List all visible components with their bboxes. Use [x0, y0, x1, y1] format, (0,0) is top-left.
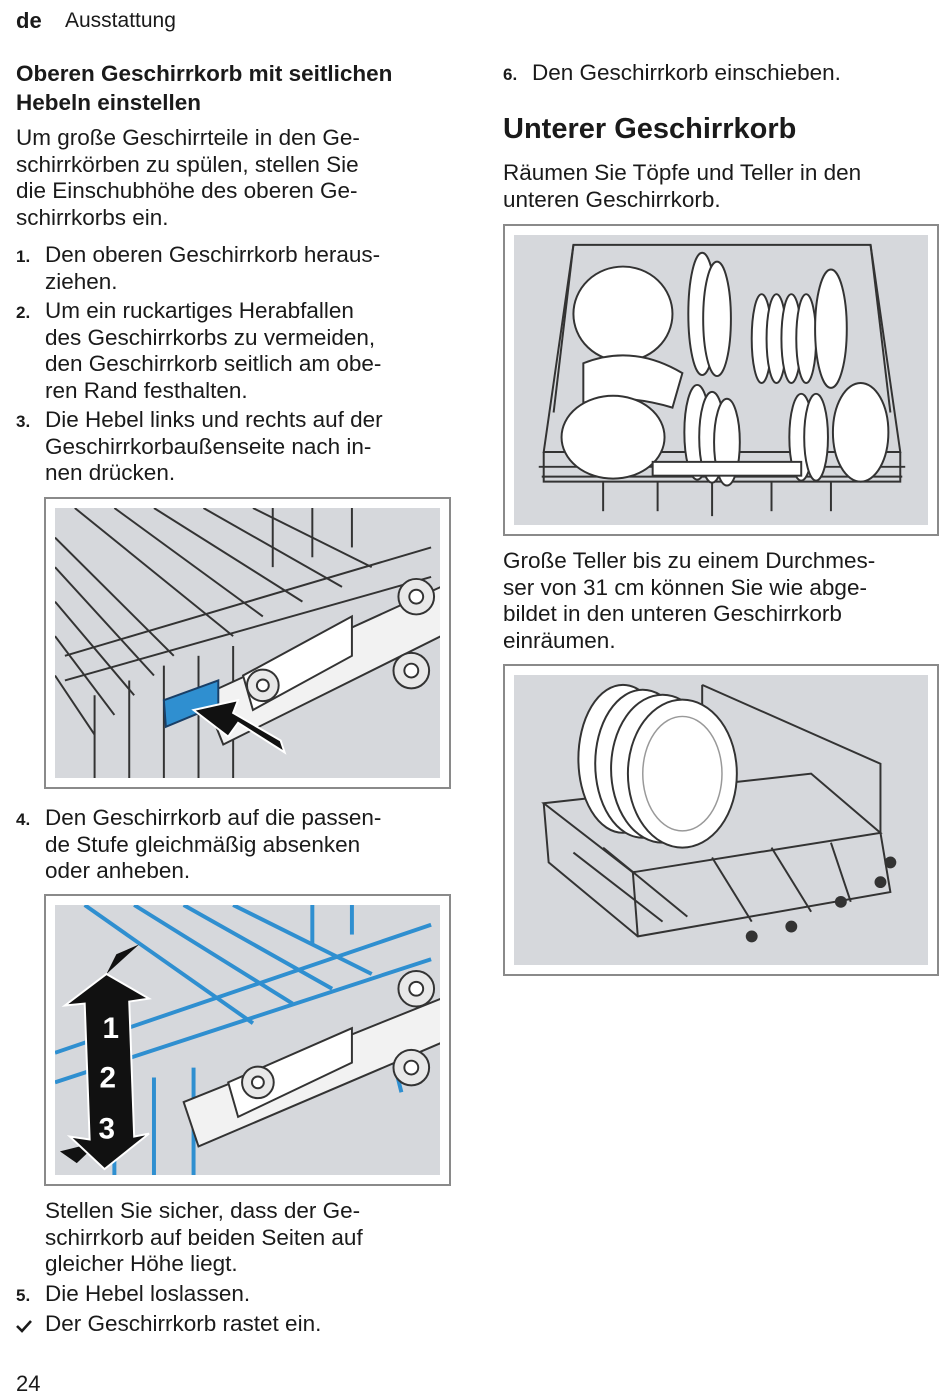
language-code: de — [16, 8, 42, 33]
section-title: Ausstattung — [65, 9, 176, 32]
page-number: 24 — [16, 1371, 41, 1396]
subheading-line-2: Hebeln einstellen — [16, 90, 202, 115]
note-line: schirrkorb auf beiden Seiten auf — [45, 1224, 363, 1250]
step-line: ziehen. — [45, 268, 118, 294]
step-number: 4. — [16, 810, 31, 829]
figure-large-plates — [503, 664, 939, 976]
figure-raise-lower: 1 2 3 — [44, 894, 451, 1186]
step-text: Den oberen Geschirrkorb heraus- ziehen. — [45, 242, 450, 295]
large-plates-illustration — [541, 683, 897, 943]
raise-lower-illustration: 1 2 3 — [55, 905, 440, 1175]
note-line: Stellen Sie sicher, dass der Ge- — [45, 1198, 361, 1223]
step-text: Die Hebel links und rechts auf der Gesch… — [45, 407, 450, 487]
step-text: Die Hebel loslassen. — [45, 1281, 251, 1306]
figure-lower-basket-loaded — [503, 224, 939, 536]
step-line: Geschirrkorbaußenseite nach in- — [45, 433, 372, 459]
note-paragraph: Stellen Sie sicher, dass der Ge- schirrk… — [45, 1198, 450, 1278]
para-line: bildet in den unteren Geschirrkorb — [503, 601, 842, 626]
subheading-line-1: Oberen Geschirrkorb mit seitlichen — [16, 61, 393, 86]
result-text: Der Geschirrkorb rastet ein. — [45, 1311, 322, 1336]
step-text: Den Geschirrkorb auf die passen- de Stuf… — [45, 805, 450, 885]
para-line: Große Teller bis zu einem Durchmes- — [503, 548, 876, 573]
step-number: 3. — [16, 412, 31, 431]
intro-paragraph: Um große Geschirrteile in den Ge- schirr… — [16, 125, 446, 231]
para-line: ser von 31 cm können Sie wie abge- — [503, 574, 867, 600]
lower-basket-illustration — [538, 243, 906, 517]
intro-line: die Einschubhöhe des oberen Ge- — [16, 178, 358, 203]
step-line: nen drücken. — [45, 460, 176, 485]
note-line: gleicher Höhe liegt. — [45, 1251, 238, 1276]
para-line: einräumen. — [503, 627, 616, 653]
step-line: Den oberen Geschirrkorb heraus- — [45, 242, 381, 267]
step-line: Um ein ruckartiges Herabfallen — [45, 298, 354, 323]
intro-line: Um große Geschirrteile in den Ge- — [16, 125, 360, 150]
figure-lever-press — [44, 497, 451, 789]
intro-line: schirrkörben zu spülen, stellen Sie — [16, 151, 359, 177]
step-line: des Geschirrkorbs zu vermeiden, — [45, 324, 376, 350]
arrow-label-2: 2 — [100, 1061, 117, 1094]
arrow-label-3: 3 — [99, 1113, 116, 1146]
step-line: den Geschirrkorb seitlich am obe- — [45, 351, 382, 376]
lower-basket-intro: Räumen Sie Töpfe und Teller in den unter… — [503, 160, 938, 213]
step-number: 6. — [503, 65, 518, 84]
check-icon — [16, 1315, 32, 1342]
step-line: Die Hebel links und rechts auf der — [45, 407, 383, 432]
step-text: Den Geschirrkorb einschieben. — [532, 60, 841, 85]
intro-line: Räumen Sie Töpfe und Teller in den — [503, 160, 862, 185]
section-heading: Unterer Geschirrkorb — [503, 113, 797, 145]
arrow-label-1: 1 — [103, 1012, 120, 1045]
intro-line: schirrkorbs ein. — [16, 204, 169, 230]
intro-line: unteren Geschirrkorb. — [503, 186, 721, 212]
step-text: Um ein ruckartiges Herabfallen des Gesch… — [45, 298, 450, 404]
step-line: de Stufe gleichmäßig absenken — [45, 831, 361, 857]
lever-illustration — [55, 508, 440, 778]
step-line: ren Rand festhalten. — [45, 377, 248, 403]
step-line: oder anheben. — [45, 858, 191, 883]
step-number: 1. — [16, 247, 31, 266]
step-number: 5. — [16, 1286, 31, 1305]
step-line: Den Geschirrkorb auf die passen- — [45, 805, 382, 830]
large-plates-paragraph: Große Teller bis zu einem Durchmes- ser … — [503, 548, 938, 654]
step-number: 2. — [16, 303, 31, 322]
